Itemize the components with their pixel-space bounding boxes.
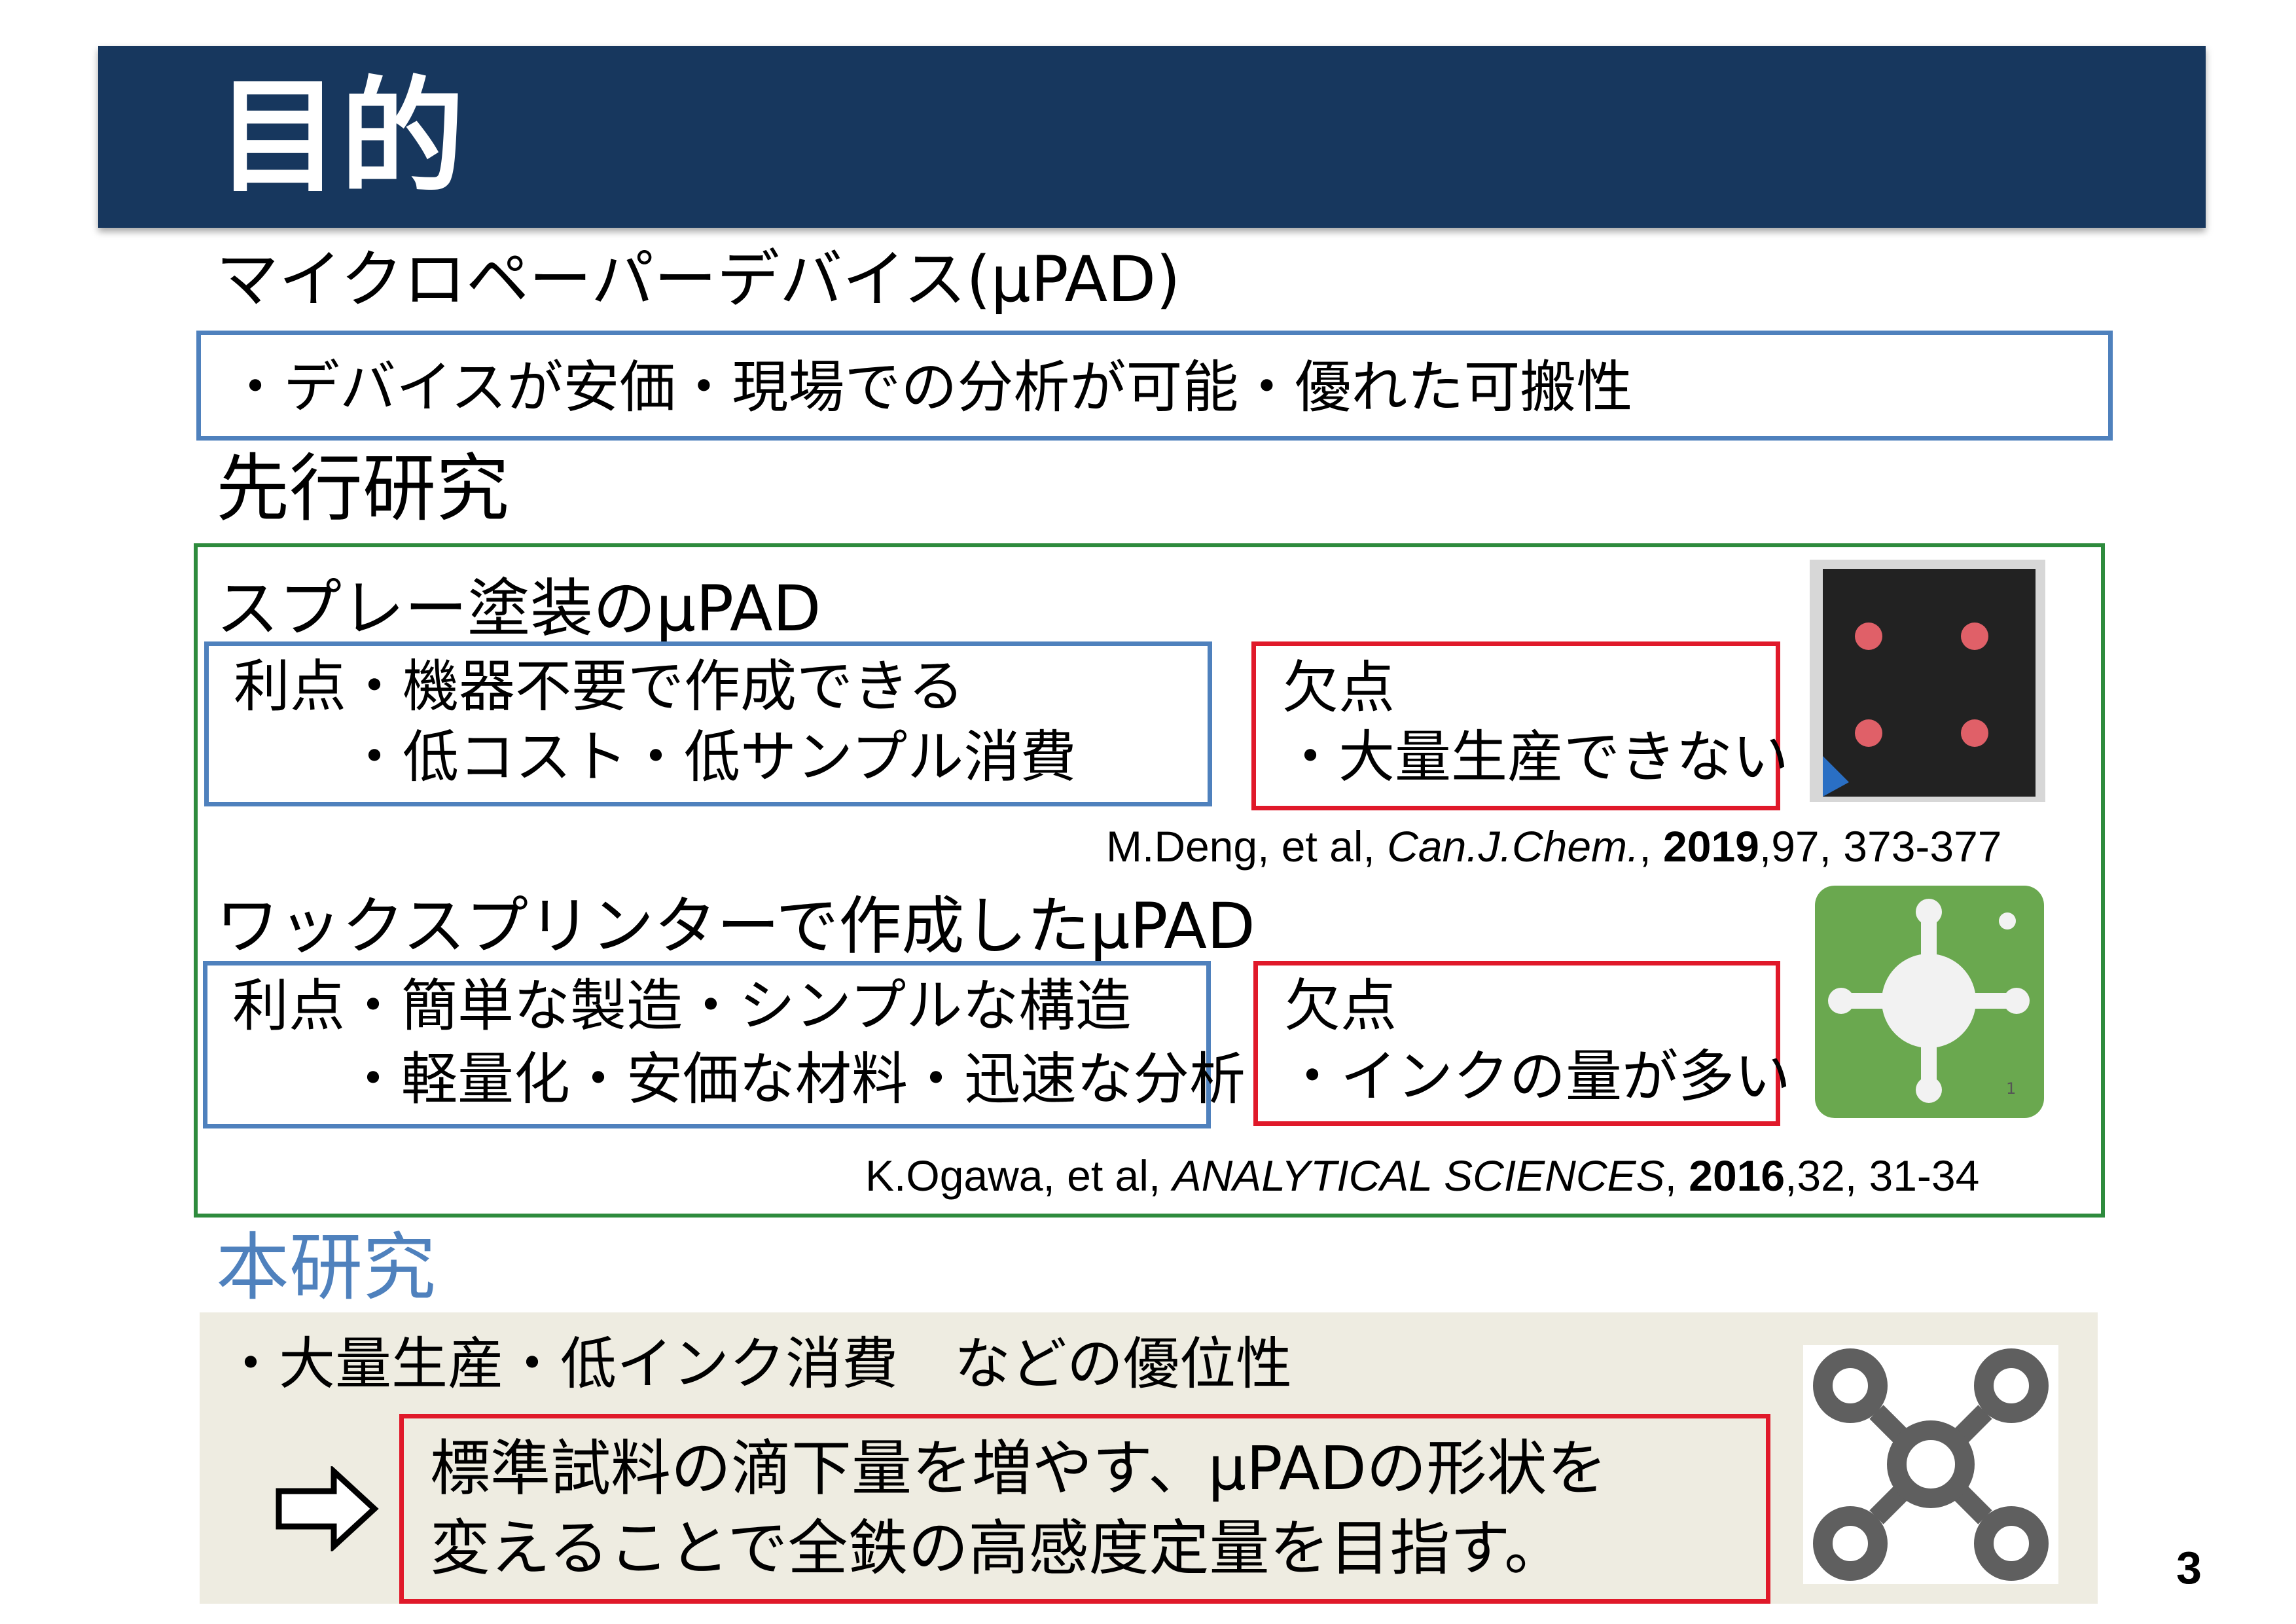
wax-merit-line2: ・軽量化・安価な材料・迅速な分析: [345, 1047, 1246, 1112]
wax-reference: K.Ogawa, et al, ANALYTICAL SCIENCES, 201…: [865, 1151, 1980, 1200]
micro-box-text: ・デバイスが安価・現場での分析が可能・優れた可搬性: [227, 355, 1633, 420]
wax-demerit-line1: 欠点: [1284, 973, 1397, 1039]
spray-reference: M.Deng, et al, Can.J.Chem., 2019,97, 373…: [1106, 822, 2002, 871]
wax-demerit-line2: ・インクの量が多い: [1284, 1044, 1791, 1110]
right-arrow-icon: [275, 1464, 380, 1554]
spray-merit-line1: 利点・機器不要で作成できる: [234, 654, 965, 719]
prior-heading: 先行研究: [216, 446, 509, 532]
micro-box: ・デバイスが安価・現場での分析が可能・優れた可搬性: [196, 331, 2113, 441]
goal-box: 標準試料の滴下量を増やす、μPADの形状を 変えることで全鉄の高感度定量を目指す…: [399, 1414, 1770, 1604]
wax-merit-box: 利点・簡単な製造・シンプルな構造 ・軽量化・安価な材料・迅速な分析: [203, 961, 1246, 1128]
slide-title: 目的: [216, 65, 465, 209]
title-bar: 目的: [98, 46, 2206, 228]
upad-pattern-image: [1803, 1345, 2058, 1584]
wax-upad-image: 1: [1810, 880, 2049, 1123]
spray-demerit-box: 欠点 ・大量生産できない: [1251, 641, 1789, 810]
goal-line2: 変えることで全鉄の高感度定量を目指す。: [430, 1513, 1565, 1583]
spray-heading: スプレー塗装のμPAD: [216, 572, 821, 645]
wax-merit-line1: 利点・簡単な製造・シンプルな構造: [232, 973, 1132, 1039]
spray-merit-line2: ・低コスト・低サンプル消費: [346, 725, 1077, 790]
micro-heading: マイクロペーパーデバイス(μPAD): [216, 243, 1181, 316]
prior-research-box: [194, 543, 2105, 1218]
page-number: 3: [2176, 1542, 2202, 1593]
spray-demerit-line1: 欠点: [1282, 655, 1395, 721]
this-research-heading: 本研究: [216, 1225, 436, 1310]
this-research-line: ・大量生産・低インク消費 などの優位性: [223, 1331, 1292, 1397]
goal-line1: 標準試料の滴下量を増やす、μPADの形状を: [430, 1434, 1607, 1504]
wax-heading: ワックスプリンターで作成したμPAD: [216, 890, 1255, 963]
wax-demerit-box: 欠点 ・インクの量が多い: [1253, 961, 1791, 1126]
wax-image-label: 1: [2006, 1079, 2016, 1098]
spray-upad-image: [1810, 560, 2045, 802]
spray-demerit-line2: ・大量生産できない: [1282, 725, 1789, 790]
this-research-panel: [200, 1312, 2098, 1604]
spray-merit-box: 利点・機器不要で作成できる ・低コスト・低サンプル消費: [204, 641, 1212, 806]
